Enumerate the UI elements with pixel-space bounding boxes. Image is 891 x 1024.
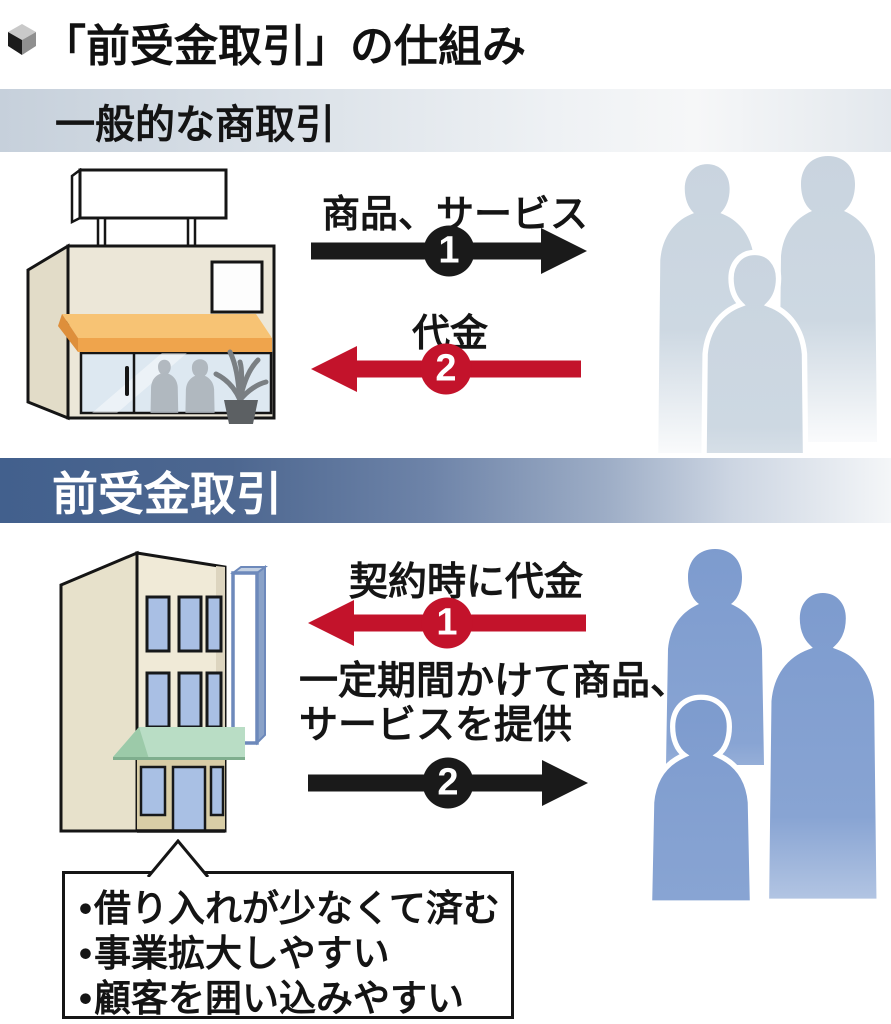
advance-goods-badge: 2 bbox=[422, 757, 474, 809]
section-advance-header: 前受金取引 bbox=[0, 458, 891, 523]
bullet-icon: • bbox=[79, 888, 92, 929]
shop-side-wall bbox=[26, 243, 70, 421]
flow-payment-badge: 2 bbox=[420, 343, 472, 395]
section-advance-header-label: 前受金取引 bbox=[52, 467, 282, 520]
arrow-head-left-icon bbox=[308, 600, 354, 646]
arrow-head-right-icon bbox=[542, 760, 588, 806]
shoppers-silhouette bbox=[150, 359, 215, 413]
section-general-header: 一般的な商取引 bbox=[0, 89, 891, 152]
callout-tail bbox=[146, 839, 210, 877]
advance-goods-label-line2: サービスを提供 bbox=[299, 704, 573, 747]
shop-illustration bbox=[26, 168, 276, 424]
potted-plant bbox=[213, 349, 269, 424]
advance-payment-arrow: 1 bbox=[308, 597, 586, 649]
building-sign bbox=[230, 565, 268, 746]
customers-silhouette-advance bbox=[646, 549, 883, 905]
shop-signboard bbox=[70, 168, 228, 248]
flow-goods-arrow: 1 bbox=[311, 225, 587, 277]
building-windows bbox=[145, 595, 223, 729]
page-title: 「前受金取引」の仕組み bbox=[42, 22, 526, 71]
flow-goods-badge: 1 bbox=[423, 225, 475, 277]
shop-upper-window bbox=[210, 260, 264, 314]
cube-bullet-icon bbox=[8, 24, 36, 55]
bullet-icon: • bbox=[79, 933, 92, 974]
shop-awning bbox=[58, 314, 272, 352]
bullet-icon: • bbox=[79, 978, 92, 1019]
building-side-wall bbox=[59, 550, 139, 833]
advance-goods-label-line1: 一定期間かけて商品、 bbox=[299, 660, 690, 703]
benefit-item: •顧客を囲い込みやすい bbox=[79, 978, 464, 1019]
arrow-head-left-icon bbox=[311, 346, 357, 392]
advance-payment-label: 契約時に代金 bbox=[348, 561, 583, 604]
flow-payment-arrow: 2 bbox=[311, 343, 581, 395]
advance-goods-arrow: 2 bbox=[308, 757, 588, 809]
customers-silhouette-general bbox=[658, 156, 877, 453]
benefits-callout: •借り入れが少なくて済む •事業拡大しやすい •顧客を囲い込みやすい bbox=[62, 871, 514, 1019]
title-row: 「前受金取引」の仕組み bbox=[0, 10, 891, 71]
company-building-illustration bbox=[59, 550, 268, 833]
shop-door-handle bbox=[125, 366, 129, 396]
benefit-item: •借り入れが少なくて済む bbox=[79, 888, 500, 929]
building-awning bbox=[113, 727, 245, 760]
advance-payment-badge: 1 bbox=[421, 597, 473, 649]
advance-goods-label: 一定期間かけて商品、 サービスを提供 bbox=[299, 660, 689, 748]
benefit-list: •借り入れが少なくて済む •事業拡大しやすい •顧客を囲い込みやすい bbox=[65, 874, 511, 1021]
arrow-head-right-icon bbox=[541, 228, 587, 274]
benefit-item: •事業拡大しやすい bbox=[79, 933, 390, 974]
section-general-header-label: 一般的な商取引 bbox=[55, 102, 335, 147]
building-storefront bbox=[137, 760, 225, 833]
